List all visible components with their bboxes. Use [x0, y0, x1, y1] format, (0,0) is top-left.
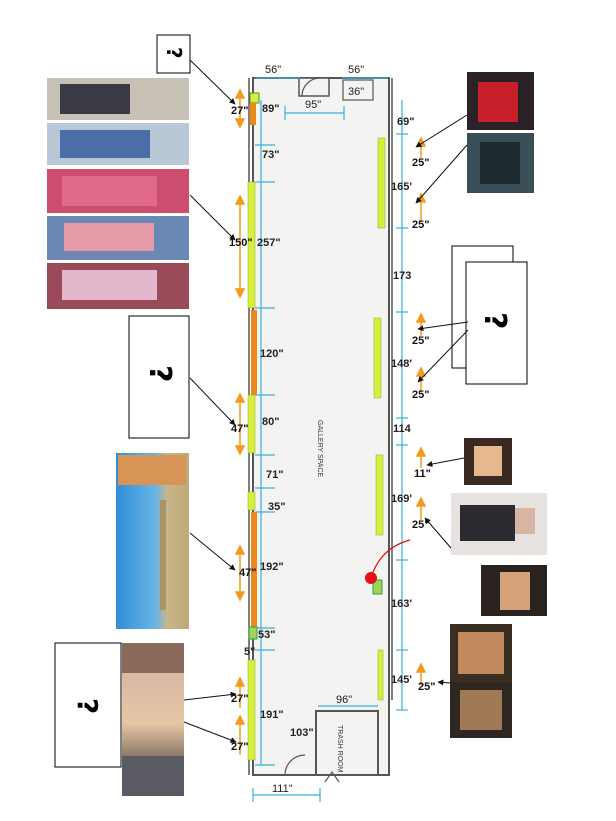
- door-swing: [301, 77, 321, 97]
- svg-text:192": 192": [260, 561, 284, 573]
- center-label: GALLERY SPACE: [316, 420, 323, 478]
- trash-room-label: TRASH ROOM: [336, 725, 343, 773]
- svg-text:145': 145': [391, 674, 412, 686]
- photo-right-3: [464, 438, 512, 485]
- svg-text:27": 27": [231, 105, 248, 117]
- photo-right-4: [451, 493, 547, 555]
- svg-text:173: 173: [393, 270, 411, 282]
- svg-text:25": 25": [418, 681, 435, 693]
- svg-text:25": 25": [412, 157, 429, 169]
- right-space-labels: 25" 25" 25" 25" 11" 25" 25": [412, 157, 435, 693]
- right-room-dims: 69" 165' 173 148' 114 169' 163' 145': [391, 116, 414, 686]
- right-dim-line: [396, 100, 408, 711]
- question-box-mid: ?: [128, 315, 190, 439]
- svg-text:5": 5": [244, 646, 255, 658]
- door-notch: [298, 77, 330, 97]
- svg-text:?: ?: [142, 365, 177, 382]
- svg-text:27": 27": [231, 741, 248, 753]
- svg-text:163': 163': [391, 598, 412, 610]
- arrow-r1: [415, 114, 468, 148]
- right-wall-panels: [372, 137, 386, 701]
- red-marker: [365, 572, 377, 584]
- arrow-r3: [426, 457, 465, 467]
- photo-right-1: [467, 72, 534, 130]
- arrow-bottom-2: [183, 721, 237, 743]
- top-dim-lines: [255, 77, 388, 120]
- question-box-top: ?: [156, 34, 191, 74]
- svg-text:?: ?: [162, 47, 186, 59]
- svg-text:80": 80": [262, 416, 279, 428]
- svg-text:89": 89": [262, 103, 279, 115]
- door-swing-bottom: [284, 754, 306, 776]
- arrow-top-q: [189, 59, 236, 105]
- arrow-rq2: [417, 329, 469, 383]
- arrow-r2: [415, 144, 468, 204]
- svg-text:169': 169': [391, 493, 412, 505]
- svg-text:47": 47": [231, 423, 248, 435]
- arrow-rq1: [417, 321, 469, 332]
- left-space-labels: 27" 150" 47" 47" 27" 27": [229, 105, 256, 753]
- room-outline: [248, 77, 393, 783]
- svg-text:191": 191": [260, 709, 284, 721]
- svg-text:257": 257": [257, 237, 281, 249]
- trash-room: [315, 710, 379, 776]
- svg-text:11": 11": [414, 468, 431, 480]
- svg-text:71": 71": [266, 469, 283, 481]
- photo-right-6: [450, 624, 512, 738]
- svg-text:25": 25": [412, 219, 429, 231]
- svg-text:165': 165': [391, 181, 412, 193]
- photo-right-2: [467, 133, 534, 193]
- dim-top-56-right: 56": [348, 64, 364, 76]
- svg-text:73": 73": [262, 149, 279, 161]
- dim-top-56-left: 56": [265, 64, 281, 76]
- svg-text:25": 25": [412, 335, 429, 347]
- svg-text:114: 114: [393, 423, 412, 435]
- left-wall-panels: [247, 92, 260, 761]
- dim-top-36: 36": [348, 86, 364, 98]
- photo-right-5: [481, 565, 547, 616]
- svg-text:25": 25": [412, 389, 429, 401]
- svg-text:148': 148': [391, 358, 412, 370]
- svg-text:120": 120": [260, 348, 284, 360]
- svg-text:27": 27": [231, 693, 248, 705]
- beach-photo: [116, 453, 189, 629]
- svg-text:150": 150": [229, 237, 253, 249]
- arrow-strip: [189, 194, 236, 241]
- dim-top-95: 95": [305, 99, 321, 111]
- dim-bottom-111: 111": [272, 783, 293, 795]
- svg-text:?: ?: [71, 698, 104, 714]
- left-space-arrows: [234, 88, 246, 755]
- svg-text:103": 103": [290, 727, 314, 739]
- question-box-bottom: ?: [54, 642, 184, 796]
- svg-text:53": 53": [258, 629, 275, 641]
- arrow-mid-q: [189, 377, 236, 426]
- bottom-dim-lines: [252, 705, 378, 802]
- svg-text:69": 69": [397, 116, 414, 128]
- dim-bottom-96: 96": [336, 694, 352, 706]
- svg-text:?: ?: [477, 312, 512, 329]
- arrow-beach: [189, 532, 236, 571]
- arrow-r6: [437, 679, 451, 686]
- question-box-right: ?: [451, 245, 528, 385]
- left-dim-line: [255, 100, 275, 766]
- photo-strip-left: [47, 78, 189, 309]
- svg-text:35": 35": [268, 501, 285, 513]
- closet-box: [342, 79, 374, 101]
- svg-text:47": 47": [239, 567, 256, 579]
- arrow-r4: [424, 517, 452, 549]
- left-room-dims: 89" 73" 257" 120" 80" 71" 35" 192" 53" 5…: [244, 103, 314, 739]
- arrow-bottom-1: [183, 691, 237, 701]
